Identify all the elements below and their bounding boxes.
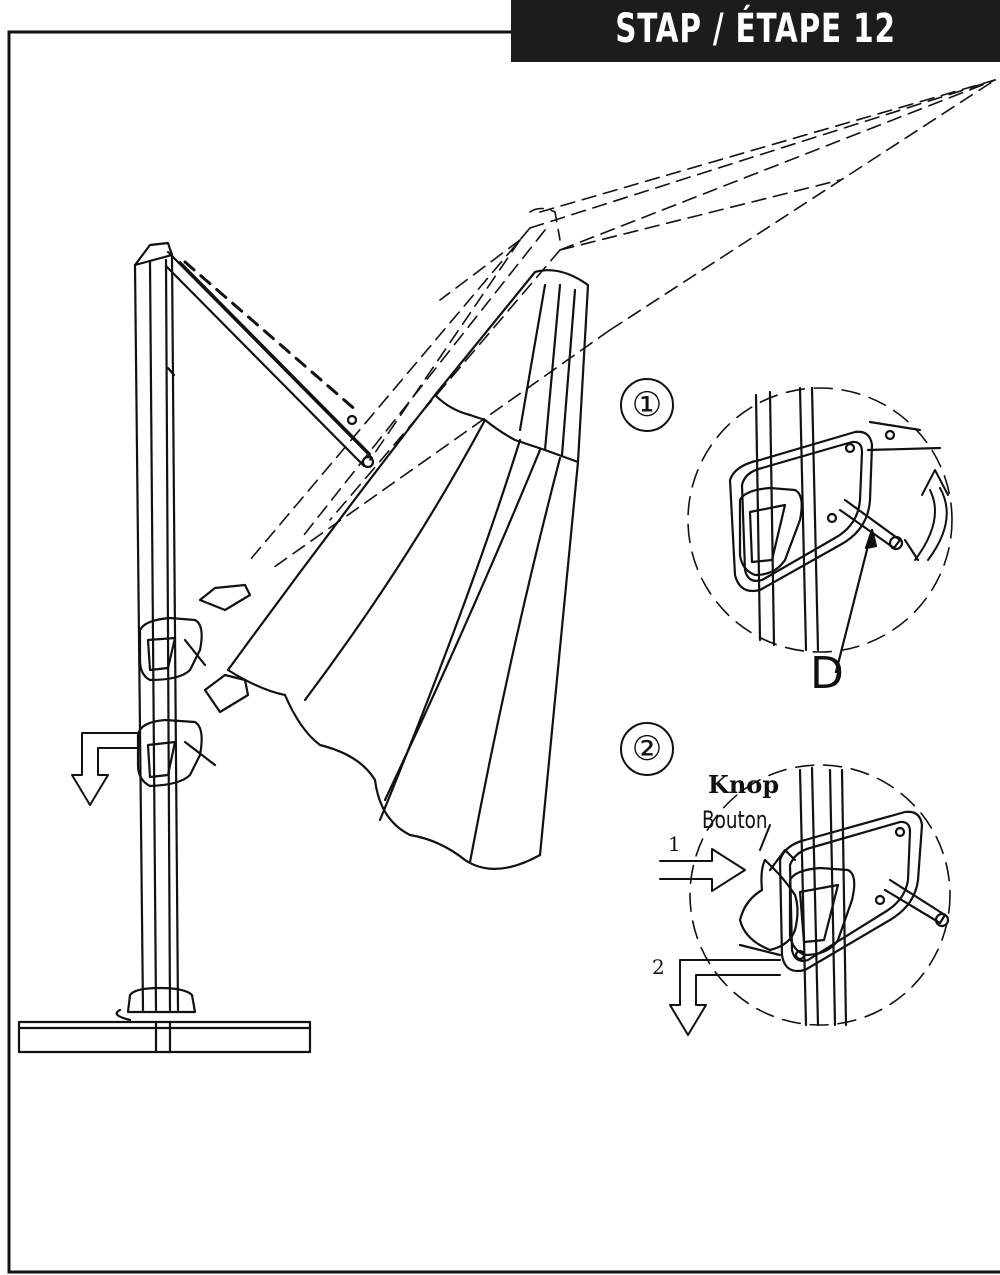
part-d-label: D [810,648,844,699]
umbrella-base [17,986,312,1054]
umbrella-arm [164,250,375,469]
push-step-number: 1 [668,832,681,856]
down-arrow-icon [669,959,781,1036]
detail-2-release-button [689,764,951,1027]
detail-2-number: ② [620,722,674,776]
button-label-fr: Bouton [702,806,768,834]
down-arrow-icon [71,732,139,806]
pole-mechanism [136,583,252,788]
button-label-nl: Knop [708,770,780,799]
detail-1-lock-lever [687,386,953,674]
ghost-canopy [249,79,996,571]
rotate-arrow-icon [914,469,949,561]
pull-step-number: 2 [652,955,665,979]
right-arrow-icon [659,824,771,892]
detail-1-number: ① [620,378,674,432]
umbrella-canopy [226,269,590,870]
step-title: STAP / ÉTAPE 12 [615,6,896,52]
step-header: STAP / ÉTAPE 12 [511,0,1000,62]
